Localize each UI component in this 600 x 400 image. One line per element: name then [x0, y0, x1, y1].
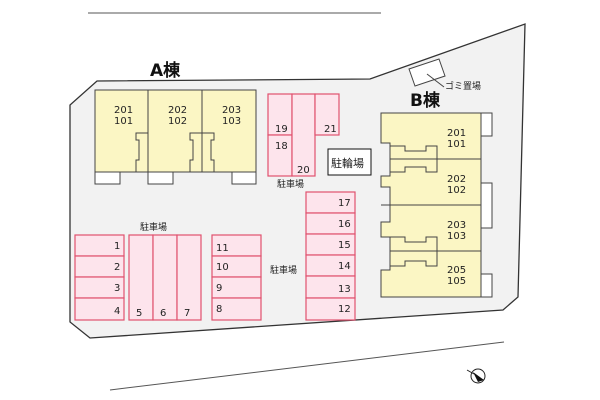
unit-label: 203 — [222, 105, 241, 116]
slot-number: 4 — [114, 306, 120, 317]
parking-slot-6 — [152, 234, 178, 321]
slot-number: 15 — [338, 240, 351, 251]
unit-label: 102 — [168, 116, 187, 127]
unit-label: 103 — [447, 231, 466, 242]
unit-label: 203 — [447, 220, 466, 231]
unit-label: 202 — [447, 174, 466, 185]
parking-slot-8 — [211, 297, 262, 321]
slot-number: 7 — [184, 308, 190, 319]
slot-number: 19 — [275, 124, 288, 135]
slot-number: 13 — [338, 284, 351, 295]
unit-label: 102 — [447, 185, 466, 196]
parking-slot-5 — [128, 234, 154, 321]
slot-number: 8 — [216, 304, 222, 315]
parking-slot-12 — [305, 297, 356, 321]
unit-label: 105 — [447, 276, 466, 287]
slot-number: 2 — [114, 262, 120, 273]
slot-number: 21 — [324, 124, 337, 135]
building-a — [94, 89, 257, 185]
slot-number: 18 — [275, 141, 288, 152]
north-compass-icon — [466, 368, 486, 384]
slot-number: 1 — [114, 241, 120, 252]
building-b — [380, 112, 493, 298]
parking-slot-18 — [267, 134, 293, 177]
bicycle-parking-label: 駐輪場 — [331, 156, 364, 170]
unit-label: 202 — [168, 105, 187, 116]
slot-number: 16 — [338, 219, 351, 230]
road-line-bottom — [109, 341, 505, 391]
parking-slot-7 — [176, 234, 202, 321]
slot-number: 17 — [338, 198, 351, 209]
slot-number: 11 — [216, 243, 229, 254]
slot-number: 12 — [338, 304, 351, 315]
unit-label: 103 — [222, 116, 241, 127]
slot-number: 5 — [136, 308, 142, 319]
parking-slot-20 — [291, 93, 316, 177]
garbage-label: ゴミ置場 — [445, 80, 481, 92]
slot-number: 20 — [297, 165, 310, 176]
slot-number: 6 — [160, 308, 166, 319]
unit-label: 101 — [114, 116, 133, 127]
unit-label: 205 — [447, 265, 466, 276]
balcony — [94, 171, 121, 185]
slot-number: 10 — [216, 262, 229, 273]
parking-label: 駐車場 — [270, 264, 297, 276]
building-b-title: B棟 — [410, 90, 441, 111]
parking-slot-4 — [74, 297, 125, 321]
parking-slot-21 — [314, 93, 340, 136]
slot-number: 3 — [114, 283, 120, 294]
parking-label: 駐車場 — [277, 178, 304, 190]
slot-number: 14 — [338, 261, 351, 272]
slot-number: 9 — [216, 283, 222, 294]
balcony — [147, 171, 174, 185]
balcony — [231, 171, 257, 185]
bicycle-parking — [327, 148, 372, 176]
garbage-area — [408, 58, 446, 87]
parking-label: 駐車場 — [140, 221, 167, 233]
unit-label: 101 — [447, 139, 466, 150]
unit-label: 201 — [447, 128, 466, 139]
unit-label: 201 — [114, 105, 133, 116]
building-a-title: A棟 — [150, 60, 181, 81]
